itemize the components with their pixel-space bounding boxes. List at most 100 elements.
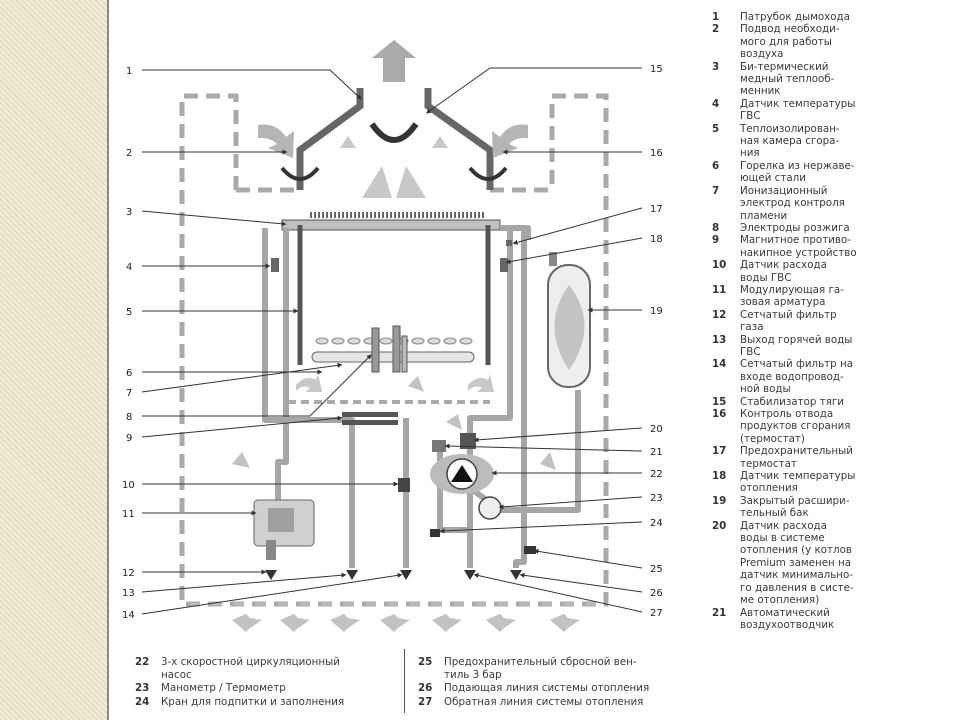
gas-valve [253,499,315,560]
legend-item: 18 Датчик температуры отопления [712,470,872,495]
legend-item: 4 Датчик температуры ГВС [712,98,872,123]
callout-22: 22 [650,469,663,480]
legend-num: 9 [712,234,720,247]
legend-item: 2 Подвод необходи- мого для работы воздух… [712,23,872,60]
legend-text: Датчик расхода воды в системе отопления … [740,519,854,607]
legend-text: Датчик температуры отопления [740,470,856,495]
legend-item: 12 Сетчатый фильтр газа [712,309,872,334]
callout-9: 9 [126,433,132,444]
legend-item: 8 Электроды розжига [712,222,872,234]
air-intake-arrow-right [492,124,528,158]
legend-item: 6 Горелка из нержаве- ющей стали [712,160,872,185]
callout-23: 23 [650,493,663,504]
expansion-tank [547,264,591,388]
legend-item: 14 Сетчатый фильтр на входе водопровод- н… [712,358,872,395]
legend-num: 15 [712,395,727,408]
legend-text: Подвод необходи- мого для работы воздуха [740,23,840,61]
bottom-legend-num: 26 [418,682,433,695]
flue-exhaust-arrow [372,40,416,82]
legend-text: Электроды розжига [740,221,850,234]
callout-19: 19 [650,306,663,317]
callout-26: 26 [650,588,663,599]
legend-num: 7 [712,184,720,197]
legend-text: Предохранительный термостат [740,445,853,470]
circulation-pump [430,433,494,494]
callout-7: 7 [126,388,132,399]
legend-item: 21 Автоматический воздухоотводчик [712,607,872,632]
legend-num: 18 [712,470,727,483]
legend-text: Датчик расхода воды ГВС [740,259,827,284]
callout-21: 21 [650,447,663,458]
legend-num: 6 [712,159,720,172]
callout-13: 13 [122,588,135,599]
callout-8: 8 [126,412,132,423]
legend-text: Выход горячей воды ГВС [740,333,853,358]
bottom-legend-text: 3-х скоростной циркуляционный насос [161,656,340,682]
legend-text: Сетчатый фильтр газа [740,308,837,334]
fittings [265,529,536,580]
legend-text: Модулирующая га- зовая арматура [740,283,844,309]
bottom-legend-num: 24 [135,695,150,708]
legend-item: 19 Закрытый расшири- тельный бак [712,495,872,520]
dhw-flow-sensor [398,478,410,492]
legend-num: 16 [712,408,727,420]
auto-air-vent [549,252,557,266]
legend-num: 2 [712,23,720,36]
stripe-divider [107,0,109,720]
legend-num: 4 [712,97,720,110]
legend-num: 1 [712,11,720,23]
legend-num: 19 [712,494,727,507]
combustion-air-arrows [296,374,494,392]
legend-text: Датчик температуры ГВС [740,97,856,123]
burner [311,325,475,373]
legend-num: 21 [712,606,727,619]
bottom-legend-num: 27 [418,695,433,708]
callout-16: 16 [650,148,663,159]
legend-text: Закрытый расшири- тельный бак [740,494,850,520]
legend-text: Автоматический воздухоотводчик [740,606,835,631]
callout-20: 20 [650,424,663,435]
manometer [478,496,502,520]
draft-cup-right [468,166,508,181]
bottom-legend-item: 27 Обратная линия системы отопления [418,696,683,709]
legend-text: Сетчатый фильтр на входе водопровод- ной… [740,358,854,396]
legend-num: 5 [712,122,720,135]
legend-num: 12 [712,308,727,321]
legend-num: 14 [712,358,727,371]
callout-15: 15 [650,64,663,75]
air-intake-arrow-left [258,124,294,158]
bottom-legend-num: 25 [418,656,433,668]
draft-cup-left [280,166,320,181]
bottom-legend-divider [404,649,405,713]
callout-27: 27 [650,608,663,619]
callout-25: 25 [650,564,663,575]
legend-num: 3 [712,60,720,73]
bottom-legend-text: Подающая линия системы отопления [444,682,650,695]
callout-17: 17 [650,204,663,215]
callout-3: 3 [126,207,132,218]
legend-text: Патрубок дымохода [740,11,850,23]
bottom-legend-text: Обратная линия системы отопления [444,695,644,708]
combustion-chamber [297,225,491,365]
bottom-legend-item: 26 Подающая линия системы отопления [418,682,683,695]
legend-num: 8 [712,221,720,234]
callout-leaders-right [425,67,643,613]
bottom-legend-text: Кран для подпитки и заполнения [161,695,345,708]
callout-4: 4 [126,262,132,273]
legend-text: Горелка из нержаве- ющей стали [740,159,855,185]
